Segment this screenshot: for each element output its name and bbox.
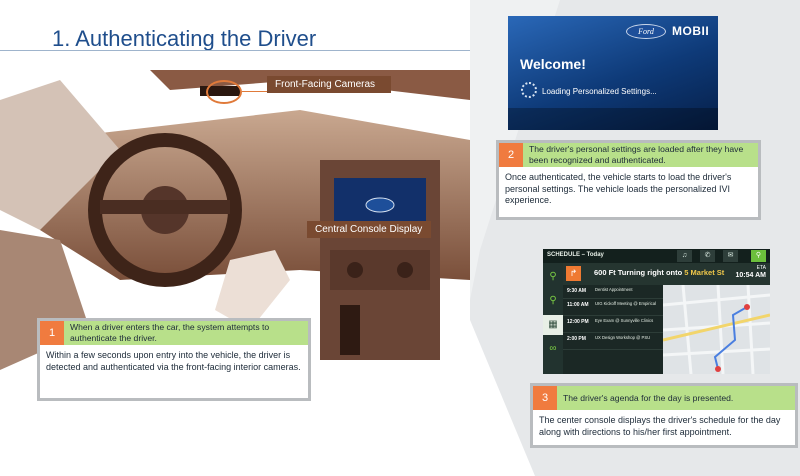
mobii-brand: MOBII	[672, 24, 710, 38]
schedule-screen: SCHEDULE – Today ♫ ✆ ✉ ⚲ ⚲ ⚲ ▦ ∞ ↱ 600 F…	[543, 249, 770, 374]
screen-band	[508, 108, 718, 130]
title-divider	[0, 50, 470, 51]
welcome-screen: Ford MOBII Welcome! Loading Personalized…	[508, 16, 718, 130]
console-display-label: Central Console Display	[307, 221, 431, 238]
welcome-heading: Welcome!	[520, 56, 586, 72]
step-description: Within a few seconds upon entry into the…	[46, 350, 301, 372]
message-icon[interactable]: ✉	[723, 250, 738, 262]
loading-text: Loading Personalized Settings...	[542, 87, 657, 96]
location-icon[interactable]: ⚲	[751, 250, 766, 262]
map-pin-icon[interactable]: ⚲	[549, 271, 557, 282]
event-name: Eye Exam @ Sunnyville Clinics	[595, 318, 654, 323]
phone-icon[interactable]: ✆	[700, 250, 715, 262]
list-item[interactable]: 2:00 PM UX Design Workshop @ PSU	[563, 333, 663, 350]
eta-label: ETA	[756, 265, 766, 271]
route-map[interactable]	[663, 285, 770, 374]
camera-callout-line	[242, 91, 268, 92]
step-headline: The driver's personal settings are loade…	[523, 143, 758, 167]
list-item[interactable]: 11:00 AM UIG Kickoff Meeting @ Empirical	[563, 299, 663, 316]
schedule-sidebar: ⚲ ⚲ ▦ ∞	[543, 263, 563, 374]
event-name: Dentist Appointment	[595, 287, 633, 292]
turn-right-icon: ↱	[566, 266, 581, 281]
event-list: 9:30 AM Dentist Appointment 11:00 AM UIG…	[563, 285, 663, 374]
event-name: UIG Kickoff Meeting @ Empirical	[595, 301, 656, 306]
step-number: 3	[533, 386, 557, 410]
step-description: Once authenticated, the vehicle starts t…	[505, 172, 732, 205]
camera-highlight-ring	[206, 80, 242, 104]
event-time: 2:00 PM	[567, 336, 586, 342]
music-icon[interactable]: ♫	[677, 250, 692, 262]
event-time: 11:00 AM	[567, 302, 589, 308]
list-item[interactable]: 12:00 PM Eye Exam @ Sunnyville Clinics	[563, 316, 663, 333]
list-item[interactable]: 9:30 AM Dentist Appointment	[563, 285, 663, 299]
direction-text: 600 Ft Turning right onto 5 Market St	[594, 268, 724, 277]
front-cameras-label: Front-Facing Cameras	[267, 76, 391, 93]
event-name: UX Design Workshop @ PSU	[595, 335, 651, 340]
step-number: 1	[40, 321, 64, 345]
link-icon[interactable]: ∞	[549, 343, 557, 354]
step-3-card: 3 The driver's agenda for the day is pre…	[530, 383, 798, 448]
direction-street: 5 Market St	[684, 268, 725, 277]
step-headline: When a driver enters the car, the system…	[64, 321, 308, 345]
step-headline: The driver's agenda for the day is prese…	[557, 386, 795, 410]
search-icon[interactable]: ⚲	[549, 295, 557, 306]
step-2-card: 2 The driver's personal settings are loa…	[496, 140, 761, 220]
schedule-top-bar: SCHEDULE – Today ♫ ✆ ✉ ⚲	[543, 249, 770, 263]
direction-prefix: 600 Ft Turning right onto	[594, 268, 685, 277]
step-number: 2	[499, 143, 523, 167]
step-1-card: 1 When a driver enters the car, the syst…	[37, 318, 311, 401]
calendar-icon[interactable]: ▦	[543, 315, 563, 335]
page-title: 1. Authenticating the Driver	[52, 26, 317, 51]
eta-time: 10:54 AM	[735, 272, 766, 279]
event-time: 12:00 PM	[567, 319, 589, 325]
event-time: 9:30 AM	[567, 288, 586, 294]
step-description: The center console displays the driver's…	[539, 415, 781, 437]
direction-bar: ↱ 600 Ft Turning right onto 5 Market St …	[563, 263, 770, 285]
schedule-header: SCHEDULE – Today	[547, 252, 604, 258]
loading-spinner-icon	[521, 82, 537, 98]
ford-logo: Ford	[626, 24, 666, 39]
